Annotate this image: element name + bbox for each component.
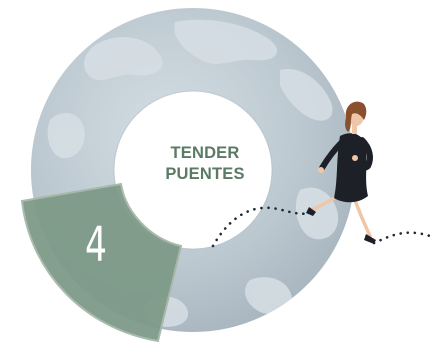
center-circle xyxy=(115,92,271,248)
step-title-line-1: TENDER xyxy=(170,144,240,162)
step-segment xyxy=(20,182,183,343)
dotted-path xyxy=(211,206,316,248)
dotted-path-2 xyxy=(372,231,432,245)
running-woman-figure xyxy=(306,101,376,244)
step-title-line-2: PUENTES xyxy=(165,165,245,183)
step-number: 4 xyxy=(84,217,107,273)
step-title: TENDER PUENTES xyxy=(140,143,270,185)
